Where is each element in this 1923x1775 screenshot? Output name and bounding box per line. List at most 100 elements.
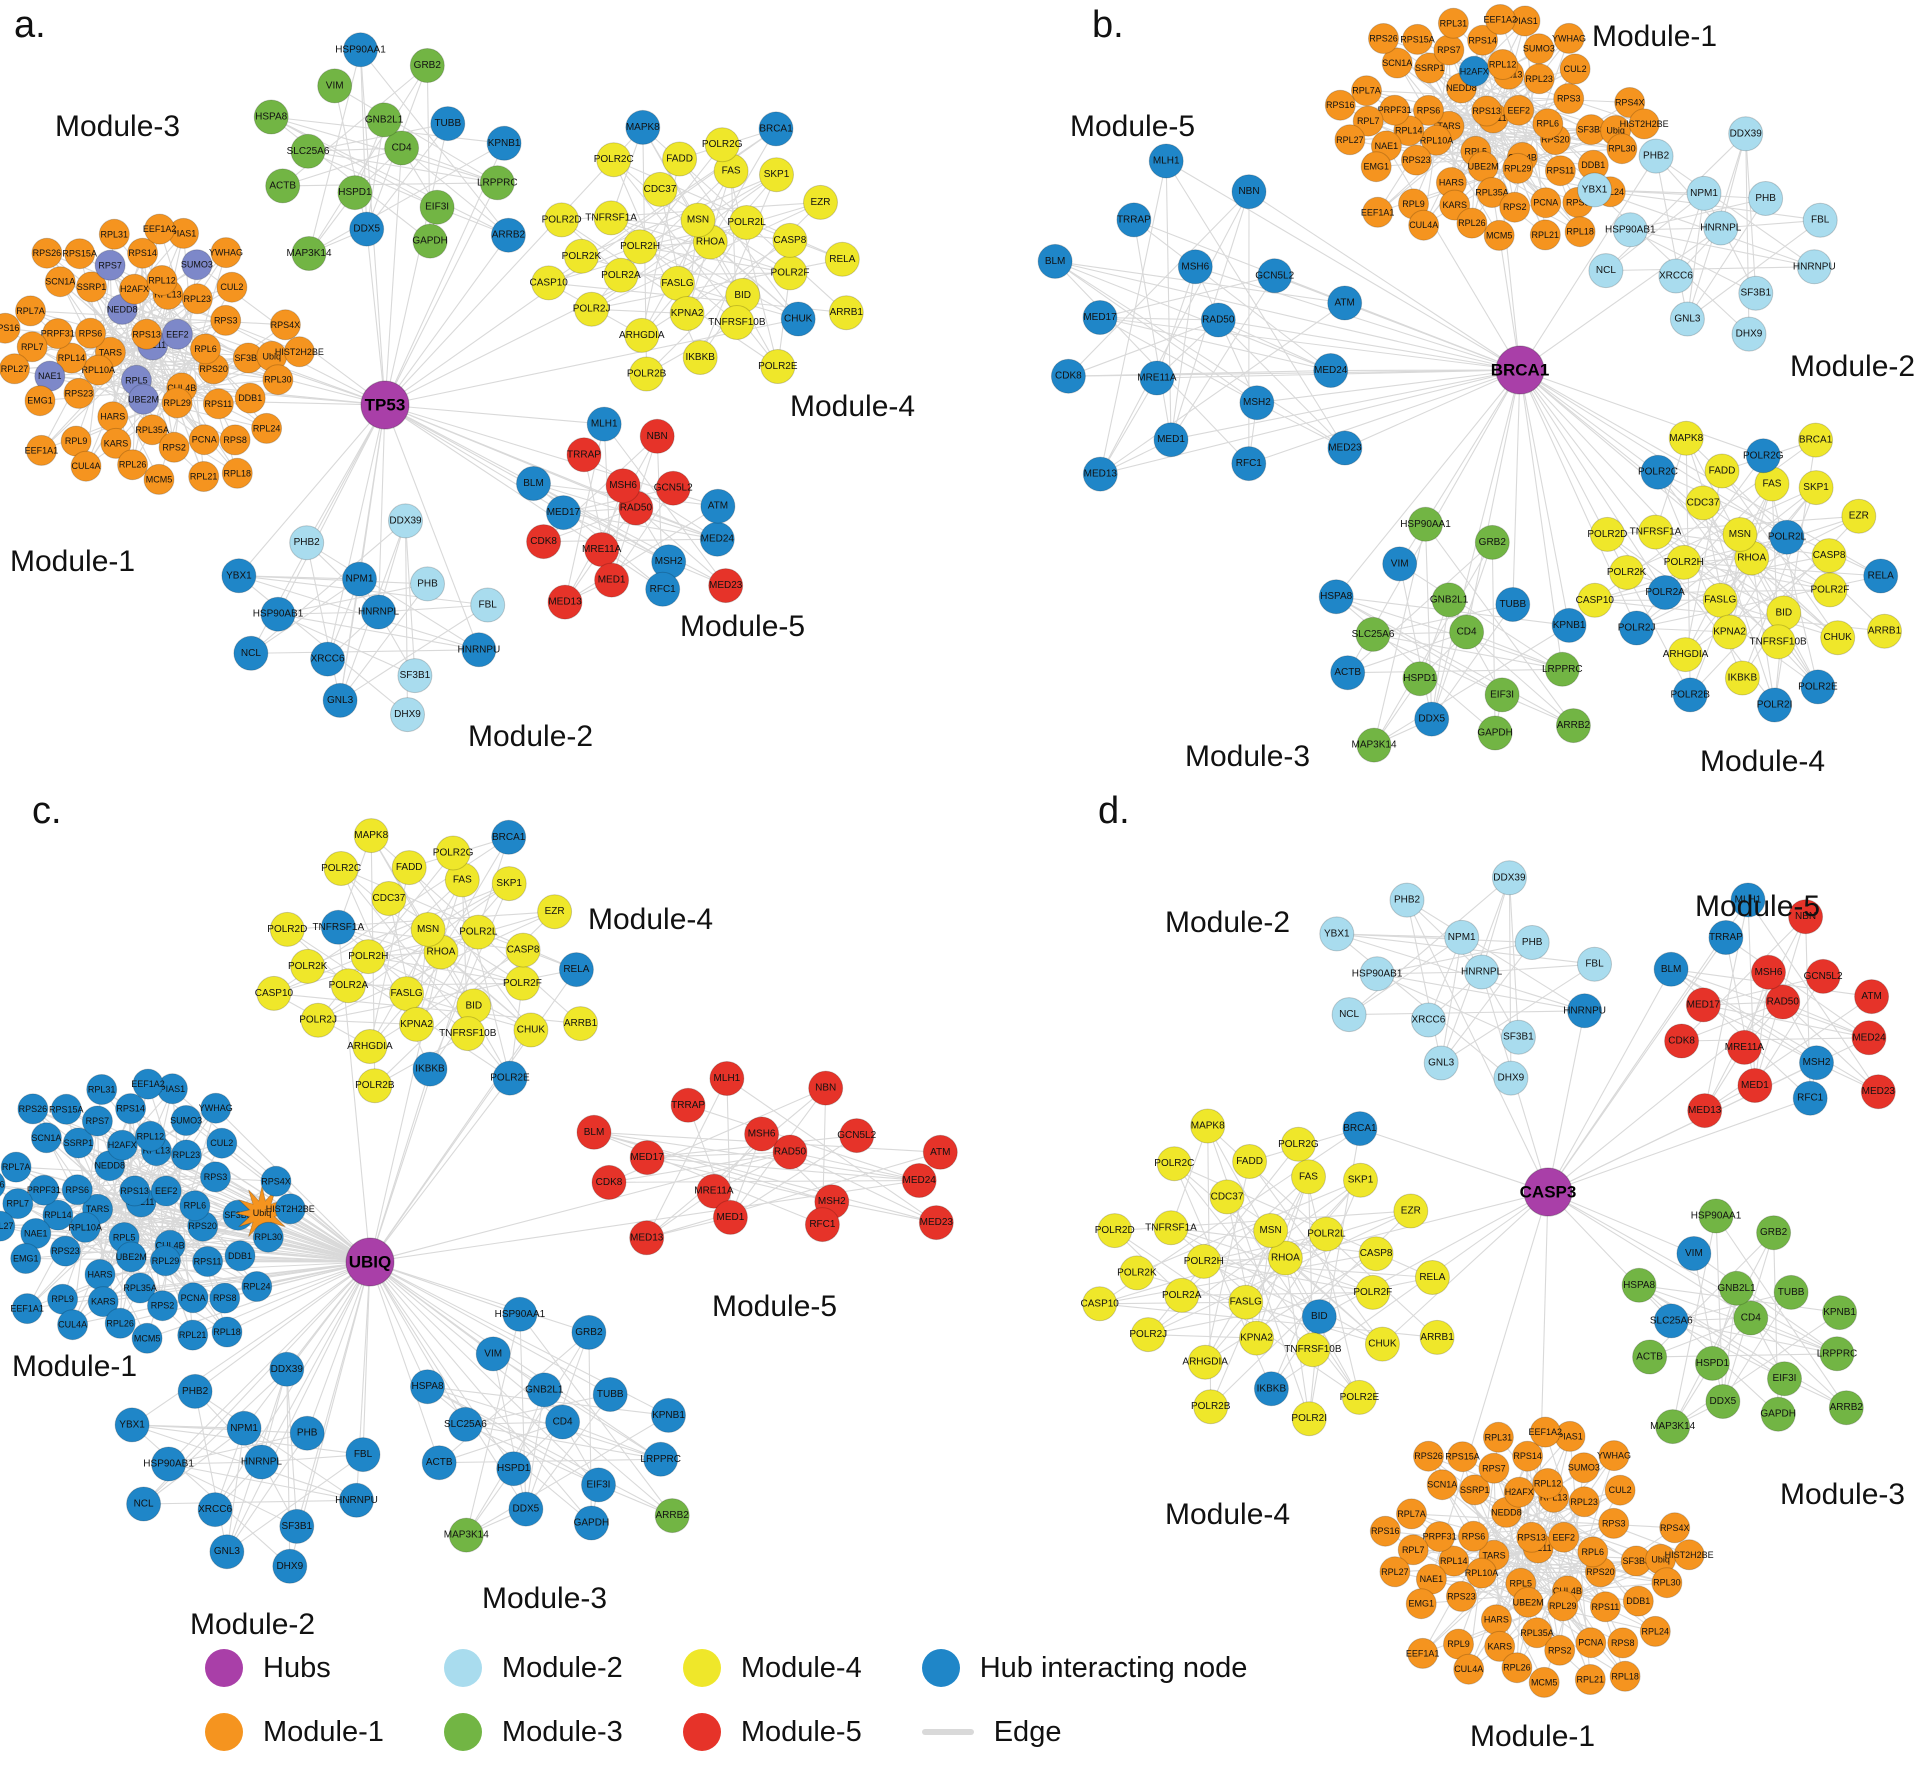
node-label: RPS11	[194, 1257, 222, 1267]
node-circle	[545, 1404, 581, 1440]
node-label: RPL9	[65, 436, 88, 446]
node-label: POLR2H	[1664, 557, 1704, 568]
node-circle	[158, 431, 190, 463]
node-circle	[1687, 1093, 1723, 1129]
node-MED24: MED24	[1313, 353, 1349, 388]
node-label: RPS20	[199, 364, 228, 374]
node-circle	[1863, 558, 1899, 594]
node-label: RPL18	[1566, 227, 1594, 237]
node-circle	[1445, 1580, 1477, 1612]
edge	[1406, 899, 1585, 1012]
node-TNFRSF10B: TNFRSF10B	[1284, 1332, 1342, 1368]
node-circle	[1447, 1441, 1478, 1473]
legend-item-module3: Module-3	[443, 1713, 623, 1751]
edge	[1747, 899, 1879, 1093]
node-circle	[202, 388, 234, 420]
node-MLH1: MLH1	[1148, 143, 1184, 179]
node-label: FADD	[396, 862, 423, 873]
node-label: DHX9	[276, 1561, 303, 1572]
edge	[1685, 483, 1773, 655]
node-RPS16: RPS16	[0, 1172, 6, 1197]
node-circle	[808, 1070, 844, 1106]
node-BRCA1: BRCA1	[758, 111, 794, 147]
node-POLR2H: POLR2H	[1184, 1243, 1224, 1279]
node-label: RPS11	[204, 399, 232, 409]
node-GCN5L2: GCN5L2	[1255, 258, 1295, 294]
legend-label: Hubs	[263, 1651, 331, 1684]
edge	[348, 982, 523, 987]
edge	[1466, 631, 1574, 727]
node-POLR2L: POLR2L	[1307, 1216, 1346, 1252]
node-circle	[409, 48, 445, 83]
node-label: ACTB	[1334, 667, 1361, 678]
node-circle	[1487, 49, 1519, 80]
node-label: TRRAP	[671, 1100, 705, 1111]
node-EEF1A1: EEF1A1	[1361, 196, 1394, 228]
node-CUL4A: CUL4A	[1408, 209, 1440, 241]
node-RPS23: RPS23	[1445, 1580, 1477, 1612]
node-label: MED1	[717, 1212, 745, 1223]
node-label: HARS	[87, 1270, 112, 1280]
node-POLR2D: POLR2D	[267, 911, 307, 947]
node-EEF1A1: EEF1A1	[1406, 1637, 1439, 1669]
node-circle	[1413, 94, 1444, 126]
legend-item-module5: Module-5	[682, 1713, 862, 1751]
node-circle	[1828, 1390, 1864, 1426]
node-circle	[241, 1271, 273, 1302]
edge	[1547, 1191, 1672, 1322]
node-circle	[1476, 177, 1508, 208]
edge	[1366, 90, 1630, 104]
node-circle	[1737, 1068, 1773, 1103]
node-label: DHX9	[1498, 1073, 1525, 1084]
edge	[1411, 1513, 1675, 1529]
node-circle	[179, 1190, 211, 1222]
node-circle	[143, 463, 175, 495]
node-KARS: KARS	[87, 1286, 119, 1318]
node-circle	[1811, 538, 1847, 574]
edge	[369, 1261, 599, 1486]
node-label: BRCA1	[492, 832, 526, 843]
edge	[1461, 937, 1519, 1038]
node-circle	[803, 184, 838, 220]
edge	[369, 1261, 440, 1463]
node-circle	[719, 305, 755, 340]
node-label: LRPPRC	[1817, 1348, 1858, 1359]
node-label: ARRB2	[492, 230, 526, 241]
node-MED24: MED24	[699, 521, 735, 557]
node-label: TNFRSF1A	[585, 212, 637, 223]
module1-color-swatch	[205, 1713, 243, 1751]
node-label: RPL27	[1, 364, 29, 374]
node-circle	[1598, 1440, 1630, 1472]
node-NCL: NCL	[233, 635, 269, 671]
node-circle	[712, 1199, 748, 1235]
node-circle	[349, 211, 385, 247]
node-circle	[1477, 715, 1513, 751]
node-RPL23: RPL23	[181, 283, 213, 315]
node-PHB2: PHB2	[1638, 138, 1674, 174]
node-label: RPL31	[1440, 18, 1468, 28]
node-label: POLR2G	[433, 848, 474, 859]
node-circle	[56, 342, 87, 374]
node-circle	[350, 939, 386, 975]
edge	[307, 150, 438, 208]
node-circle	[289, 1415, 325, 1451]
node-label: RFC1	[809, 1219, 836, 1230]
node-label: POLR2I	[1291, 1413, 1327, 1424]
node-label: GCN5L2	[654, 483, 693, 494]
node-label: CASP10	[530, 277, 569, 288]
node-circle	[1424, 1521, 1456, 1553]
node-label: TNFRSF1A	[1630, 527, 1682, 538]
edge	[131, 1261, 371, 1426]
node-label: GRB2	[1479, 537, 1507, 548]
node-label: CUL4A	[1409, 220, 1438, 230]
edge	[308, 142, 505, 254]
module-label-d3: Module-3	[1780, 1478, 1906, 1511]
node-label: RPL6	[184, 1201, 207, 1211]
node-MAP3K14: MAP3K14	[286, 236, 332, 271]
node-POLR2L: POLR2L	[1768, 519, 1807, 555]
edge	[641, 170, 732, 336]
node-MED13: MED13	[1687, 1093, 1723, 1129]
node-GCN5L2: GCN5L2	[654, 470, 693, 506]
node-circle	[1567, 993, 1603, 1029]
node-label: VIM	[1685, 1248, 1703, 1259]
